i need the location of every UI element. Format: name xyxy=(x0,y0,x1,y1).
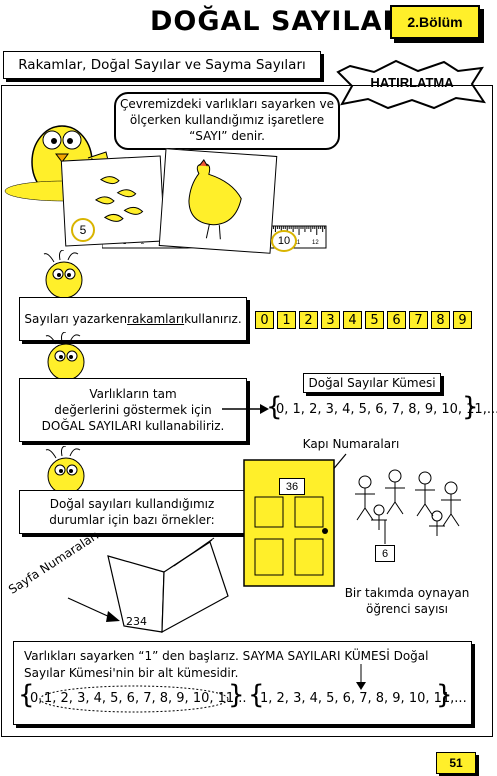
bird-peek-icon xyxy=(45,332,85,380)
open-book-illustration xyxy=(107,537,229,634)
brace-right-icon: } xyxy=(462,392,479,422)
digits-box: Sayıları yazarken rakamları kullanırız. xyxy=(19,297,247,341)
team-pointer-line xyxy=(384,520,386,544)
reminder-label: HATIRLATMA xyxy=(370,75,454,90)
brace-left-icon: { xyxy=(248,680,265,710)
digit-row: 0 1 2 3 4 5 6 7 8 9 xyxy=(255,311,472,329)
digit-cell: 6 xyxy=(387,311,406,329)
arrow-down-icon xyxy=(356,664,366,690)
sayi-definition-bubble: Çevremizdeki varlıkları sayarken ve ölçe… xyxy=(114,92,340,150)
examples-box: Doğal sayıları kullandığımız durumlar iç… xyxy=(19,490,245,534)
digit-cell: 7 xyxy=(409,311,428,329)
counting-line-1: Varlıkları sayarken “1” den başlarız. SA… xyxy=(24,649,429,663)
intro-line-2: ölçerken kullandığımız işaretlere xyxy=(129,113,325,127)
brace-right-icon: } xyxy=(228,680,245,710)
counting-numbers-box: Varlıkları sayarken “1” den başlarız. SA… xyxy=(13,641,472,725)
ruler-tick-label: 12 xyxy=(312,240,319,246)
team-line-2: öğrenci sayısı xyxy=(366,602,448,616)
subset-highlight-ellipse xyxy=(39,685,229,713)
page-title: DOĞAL SAYILAR xyxy=(150,6,405,37)
natural-numbers-box: Varlıkların tam değerlerini göstermek iç… xyxy=(19,378,247,442)
birds-card xyxy=(60,155,166,247)
natural-set-title: Doğal Sayılar Kümesi xyxy=(303,373,441,393)
digit-cell: 3 xyxy=(321,311,340,329)
team-count-box: 6 xyxy=(375,545,395,562)
hen-card xyxy=(158,148,278,254)
brace-right-icon: } xyxy=(436,680,453,710)
digits-text-after: kullanırız. xyxy=(184,312,242,326)
examples-line-1: Doğal sayıları kullandığımız xyxy=(49,497,215,511)
digits-text-underlined: rakamları xyxy=(127,312,185,326)
team-line-1: Bir takımda oynayan xyxy=(344,586,470,600)
natural-set-rest: 1, 2, 3, 4, 5, 6, 7, 8, 9, 10, 11,.. xyxy=(44,691,247,706)
section-subtitle: Rakamlar, Doğal Sayılar ve Sayma Sayılar… xyxy=(3,51,321,79)
digit-cell: 2 xyxy=(299,311,318,329)
counting-line-2: Sayılar Kümesi'nin bir alt kümesidir. xyxy=(24,666,239,680)
intro-line-1: Çevremizdeki varlıkları sayarken ve xyxy=(120,97,334,111)
bird-peek-icon xyxy=(43,250,83,298)
natural-line-1: Varlıkların tam xyxy=(89,387,177,401)
counting-set: { 1, 2, 3, 4, 5, 6, 7, 8, 9, 10, 11,... … xyxy=(248,680,467,714)
door-label: Kapı Numaraları xyxy=(302,437,400,451)
ruler-tick-label: 11 xyxy=(294,240,301,246)
digit-cell: 1 xyxy=(277,311,296,329)
counting-text: Varlıkları sayarken “1” den başlarız. SA… xyxy=(24,648,428,682)
natural-set-values: 0, 1, 2, 3, 4, 5, 6, 7, 8, 9, 10, 11,... xyxy=(276,402,497,417)
chapter-badge: 2.Bölüm xyxy=(390,5,480,39)
page-number-badge: 51 xyxy=(436,752,476,774)
birds-count-circle: 5 xyxy=(71,218,95,242)
brace-left-icon: { xyxy=(266,392,283,422)
arrow-right-icon xyxy=(222,404,269,414)
natural-line-2: değerlerini göstermek için xyxy=(54,403,212,417)
arrow-right-icon xyxy=(67,597,120,622)
natural-set-zero: 0, xyxy=(30,691,43,706)
ruler-highlight-circle: 10 xyxy=(271,230,297,252)
brace-left-icon: { xyxy=(18,680,35,710)
hen-icon xyxy=(188,159,242,240)
digit-cell: 4 xyxy=(343,311,362,329)
natural-set-with-highlight: { 0, 1, 2, 3, 4, 5, 6, 7, 8, 9, 10, 11,.… xyxy=(18,680,247,714)
content-frame xyxy=(1,85,493,737)
birds-icon xyxy=(94,176,144,222)
digit-cell: 5 xyxy=(365,311,384,329)
students-team-illustration xyxy=(355,469,461,536)
natural-line-3: DOĞAL SAYILARI kullanabiliriz. xyxy=(41,419,225,433)
natural-set: { 0, 1, 2, 3, 4, 5, 6, 7, 8, 9, 10, 11,.… xyxy=(266,392,497,424)
bird-peek-icon xyxy=(45,446,85,494)
digits-text-before: Sayıları yazarken xyxy=(24,312,128,326)
reminder-cloud xyxy=(336,59,486,110)
team-caption: Bir takımda oynayan öğrenci sayısı xyxy=(340,585,474,617)
counting-set-values: 1, 2, 3, 4, 5, 6, 7, 8, 9, 10, 11,... xyxy=(260,691,467,706)
digit-cell: 8 xyxy=(431,311,450,329)
digit-cell: 9 xyxy=(453,311,472,329)
examples-line-2: durumlar için bazı örnekler: xyxy=(49,513,215,527)
book-page-number: 234 xyxy=(126,615,147,628)
door-number-plate: 36 xyxy=(279,478,305,495)
digit-cell: 0 xyxy=(255,311,274,329)
intro-line-3: “SAYI” denir. xyxy=(189,129,265,143)
